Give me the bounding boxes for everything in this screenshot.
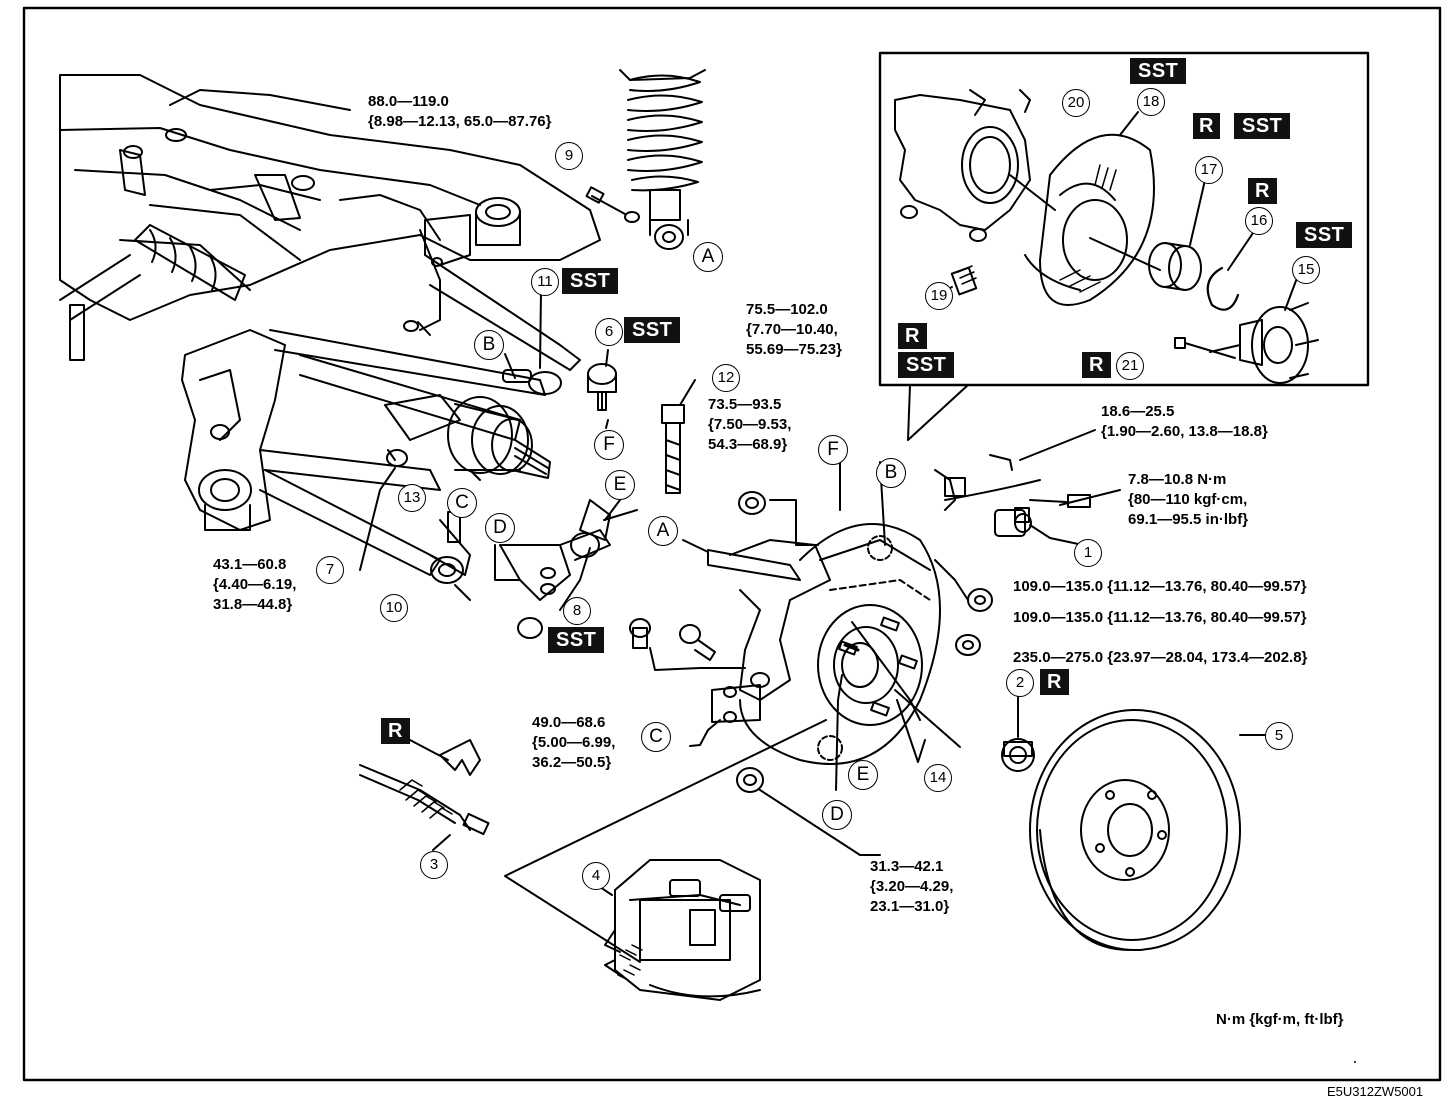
driveshaft-inner-boot: [59, 224, 246, 361]
letter-callout-b-shield: B: [876, 458, 906, 488]
part-callout-12: 12: [712, 364, 740, 392]
badge-sst-15: SST: [1296, 222, 1353, 248]
torque-235: 235.0—275.0 {23.97—28.04, 173.4—202.8}: [1013, 649, 1308, 666]
inset-box: [878, 51, 1370, 387]
torque-88: 88.0—119.0 {8.98—12.13, 65.0—87.76}: [368, 93, 552, 130]
letter-callout-a-knuckle: A: [648, 516, 678, 546]
badge-sst-inset-top: SST: [1130, 58, 1187, 84]
part-callout-11: 11: [531, 268, 559, 296]
part-callout-20: 20: [1062, 89, 1090, 117]
torque-75: 75.5—102.0 {7.70—10.40, 55.69—75.23}: [746, 301, 842, 358]
part-callout-1: 1: [1074, 539, 1102, 567]
hub-lock-nut: [1001, 738, 1035, 772]
brake-disc-rotor: [1029, 709, 1266, 951]
bolt-12: [661, 404, 685, 494]
part-callout-21: 21: [1116, 352, 1144, 380]
knuckle-hub-assembly: [707, 523, 961, 791]
letter-callout-c-knuckle: C: [641, 722, 671, 752]
letter-callout-f-shield: F: [818, 435, 848, 465]
abs-wheel-speed-sensor: [934, 429, 1121, 537]
badge-sst-19: SST: [898, 352, 955, 378]
driveshaft-cv-joint: [384, 394, 551, 479]
badge-r-19: R: [898, 323, 927, 349]
part-callout-8: 8: [563, 597, 591, 625]
letter-callout-e-shield: E: [848, 760, 878, 790]
subframe-crossmember: [59, 74, 601, 331]
badge-r-16: R: [1248, 178, 1277, 204]
part-callout-14: 14: [924, 764, 952, 792]
torque-7-8: 7.8—10.8 N·m {80—110 kgf·cm, 69.1—95.5 i…: [1128, 471, 1249, 528]
part-callout-9: 9: [555, 142, 583, 170]
letter-callout-d-shield: D: [822, 800, 852, 830]
letter-callout-c-bolt: C: [447, 488, 477, 518]
torque-31: 31.3—42.1 {3.20—4.29, 23.1—31.0}: [870, 858, 954, 915]
brake-caliper: [604, 859, 761, 1001]
badge-sst-8: SST: [548, 627, 605, 653]
part-callout-5: 5: [1265, 722, 1293, 750]
torque-18: 18.6—25.5 {1.90—2.60, 13.8—18.8}: [1101, 403, 1268, 440]
badge-sst-6: SST: [624, 317, 681, 343]
inset-dust-shield: [1024, 111, 1155, 306]
lower-arm-bracket: [181, 329, 546, 576]
part-callout-6: 6: [595, 318, 623, 346]
letter-callout-b-link: B: [474, 330, 504, 360]
upper-link: [403, 264, 581, 395]
part-callout-13: 13: [398, 484, 426, 512]
part-callout-7: 7: [316, 556, 344, 584]
toe-link-ball-joint: [587, 363, 617, 411]
lower-link-bushing: [429, 499, 611, 639]
badge-r-2: R: [1040, 669, 1069, 695]
part-callout-3: 3: [420, 851, 448, 879]
badge-sst-18: SST: [1234, 113, 1291, 139]
torque-109-a: 109.0—135.0 {11.12—13.76, 80.40—99.57}: [1013, 578, 1307, 595]
torque-43: 43.1—60.8 {4.40—6.19, 31.8—44.8}: [213, 556, 297, 613]
torque-109-b: 109.0—135.0 {11.12—13.76, 80.40—99.57}: [1013, 609, 1307, 626]
badge-r-clip: R: [381, 718, 410, 744]
letter-callout-e-link: E: [605, 470, 635, 500]
parking-brake-cable: [359, 739, 490, 836]
torque-73: 73.5—93.5 {7.50—9.53, 54.3—68.9}: [708, 396, 792, 453]
part-callout-4: 4: [582, 862, 610, 890]
badge-r-18: R: [1193, 113, 1220, 139]
part-callout-15: 15: [1292, 256, 1320, 284]
inset-wheel-hub: [1174, 269, 1319, 384]
part-callout-19: 19: [925, 282, 953, 310]
part-callout-18: 18: [1137, 88, 1165, 116]
part-callout-10: 10: [380, 594, 408, 622]
figure-code: E5U312ZW5001: [1327, 1084, 1424, 1099]
units-legend: N·m {kgf·m, ft·lbf}: [1216, 1011, 1344, 1028]
part-callout-16: 16: [1245, 207, 1273, 235]
badge-r-21: R: [1082, 352, 1111, 378]
part-callout-2: 2: [1006, 669, 1034, 697]
knuckle-bolts: [629, 618, 746, 671]
torque-49: 49.0—68.6 {5.00—6.99, 36.2—50.5}: [532, 714, 616, 771]
coil-spring-damper: [585, 69, 706, 250]
part-callout-17: 17: [1195, 156, 1223, 184]
letter-callout-d-bracket: D: [485, 513, 515, 543]
letter-callout-a-top: A: [693, 242, 723, 272]
badge-sst-11: SST: [562, 268, 619, 294]
letter-callout-f-link: F: [594, 430, 624, 460]
inset-wheel-bearing: [1089, 179, 1206, 291]
